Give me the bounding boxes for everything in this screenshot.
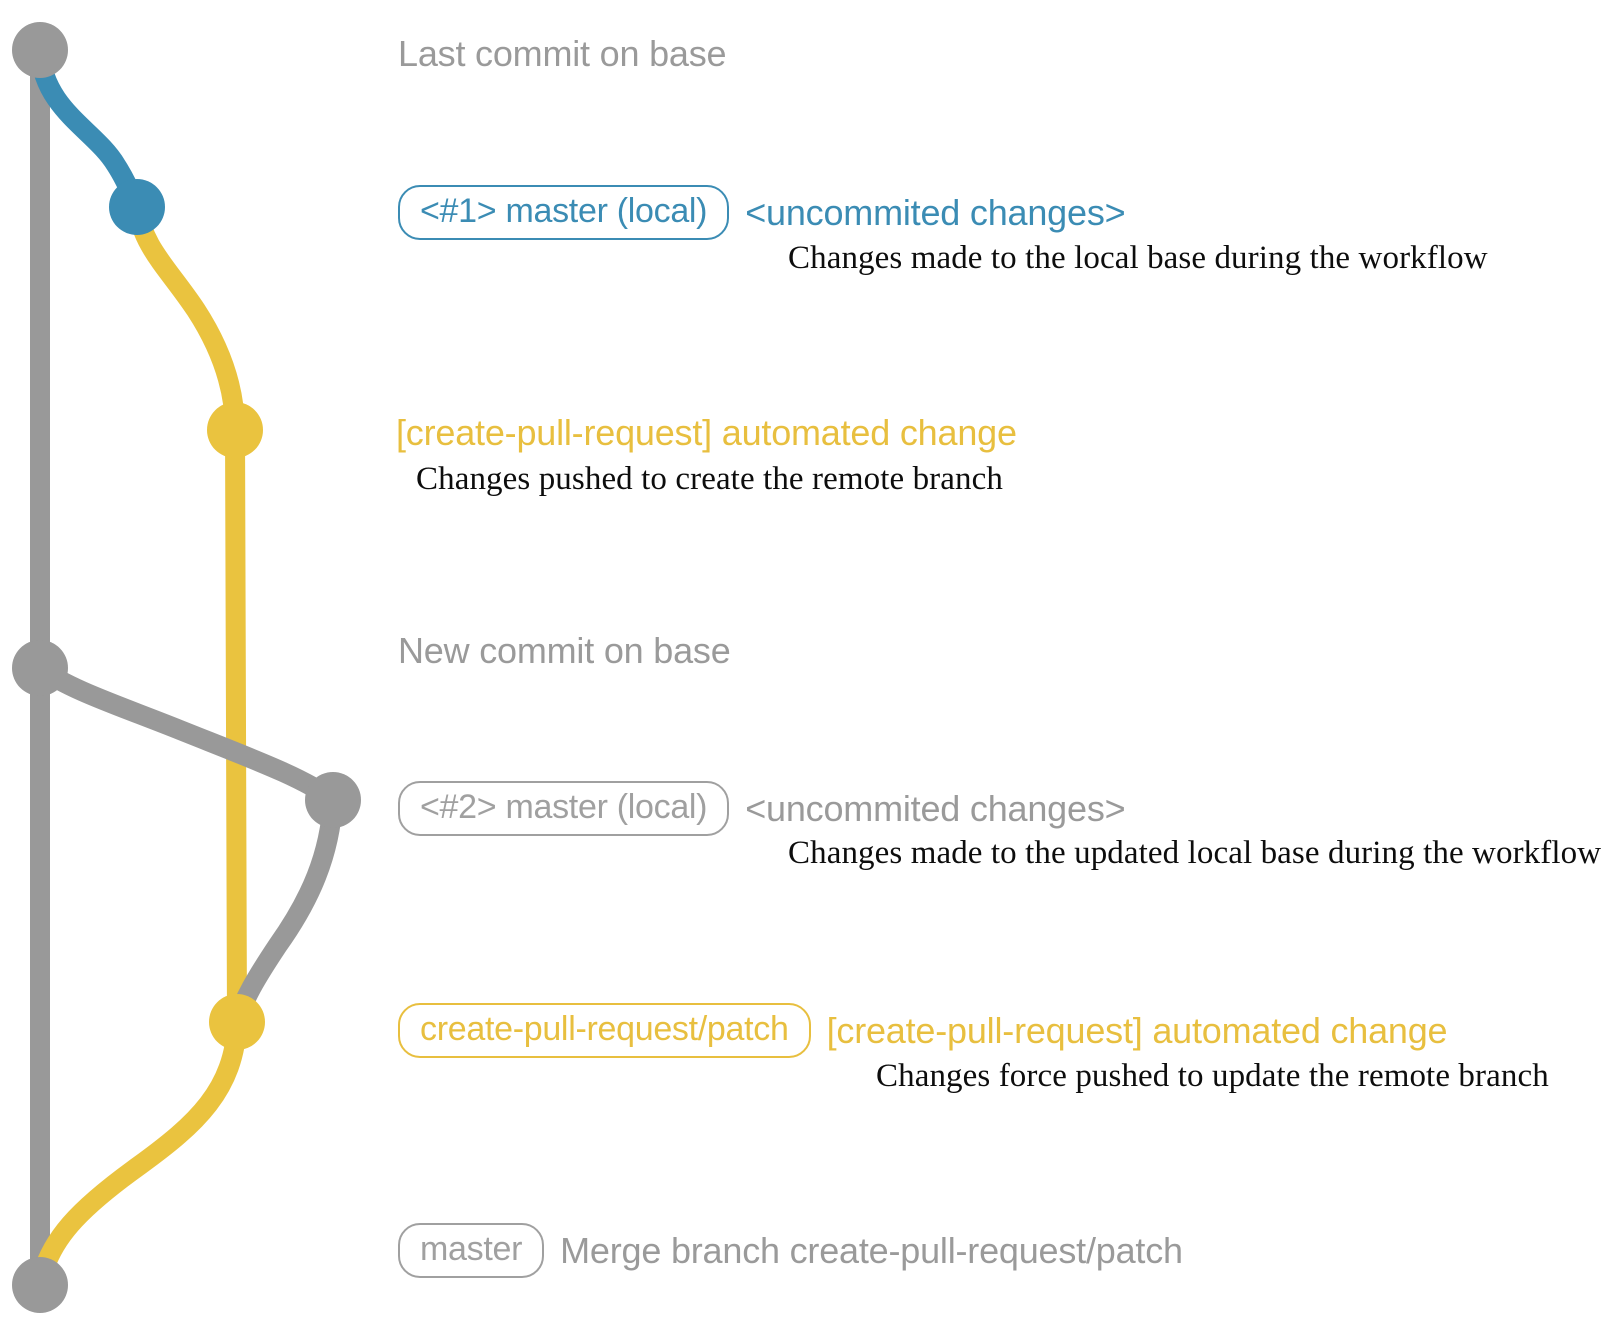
lane-remote-1: [127, 197, 247, 1032]
step-automated-change-1: [create-pull-request] automated change: [396, 412, 1017, 454]
step-description-automated-change-1: Changes pushed to create the remote bran…: [416, 461, 1003, 497]
badge-master-local-2[interactable]: <#2> master (local): [398, 781, 730, 836]
lane-remote-2-to-merge: [30, 1012, 247, 1295]
step-label-uncommitted-changes-1: <uncommited changes>: [745, 191, 1126, 233]
step-description-uncommitted-changes-2: Changes made to the updated local base d…: [788, 835, 1602, 871]
node-local-2: [305, 772, 361, 828]
step-merge-branch: master Merge branch create-pull-request/…: [398, 1223, 1183, 1278]
commit-graph: [12, 22, 361, 1313]
node-local-1: [109, 179, 165, 235]
step-description-automated-change-2: Changes force pushed to update the remot…: [876, 1058, 1549, 1094]
step-automated-change-2: create-pull-request/patch [create-pull-r…: [398, 1003, 1448, 1058]
step-label-merge-branch: Merge branch create-pull-request/patch: [560, 1229, 1183, 1271]
step-label-uncommitted-changes-2: <uncommited changes>: [745, 787, 1126, 829]
step-description-uncommitted-changes-1: Changes made to the local base during th…: [788, 240, 1488, 276]
node-remote-2: [209, 994, 265, 1050]
badge-master[interactable]: master: [398, 1223, 545, 1278]
step-label-automated-change-1: [create-pull-request] automated change: [396, 412, 1017, 453]
lane-local-2: [30, 658, 343, 810]
step-new-commit-on-base: New commit on base: [398, 630, 731, 672]
node-base-last: [12, 22, 68, 78]
node-merge: [12, 1257, 68, 1313]
commit-nodes: [12, 22, 361, 1313]
step-label-new-commit-on-base: New commit on base: [398, 630, 731, 671]
lane-local-2-to-remote-2: [227, 790, 343, 1032]
step-last-commit-on-base: Last commit on base: [398, 33, 727, 75]
badge-master-local-1[interactable]: <#1> master (local): [398, 185, 730, 240]
node-remote-1: [207, 402, 263, 458]
badge-create-pull-request-patch[interactable]: create-pull-request/patch: [398, 1003, 811, 1058]
node-base-new: [12, 640, 68, 696]
step-label-last-commit-on-base: Last commit on base: [398, 33, 727, 74]
step-label-automated-change-2: [create-pull-request] automated change: [826, 1009, 1448, 1051]
step-uncommitted-changes-1: <#1> master (local) <uncommited changes>: [398, 185, 1126, 240]
step-uncommitted-changes-2: <#2> master (local) <uncommited changes>: [398, 781, 1126, 836]
